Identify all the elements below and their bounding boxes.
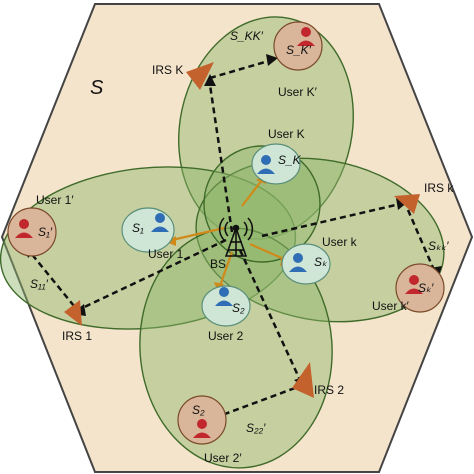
user-kp-label: User k′	[372, 299, 410, 313]
irs-1-to-user-1p-link	[29, 251, 75, 307]
irs-K-to-user-Kp-link	[209, 58, 273, 80]
user-2p-label: User 2′	[204, 451, 242, 465]
irs-k-label: IRS k	[424, 181, 454, 195]
s-KKp-label: S_KK′	[230, 29, 264, 43]
bs-label: BS	[210, 257, 226, 271]
s-kp-label: Sₖ′	[418, 281, 434, 295]
s-22p-label: S₂₂′	[246, 421, 266, 435]
user-Kp-node	[273, 21, 323, 71]
user-2-label: User 2	[208, 329, 244, 343]
user-1p-node	[7, 207, 57, 257]
user-nodes	[7, 21, 445, 445]
s-k-label: Sₖ	[314, 255, 328, 269]
labels: S BS User 1 User 2 User k User K User 1′…	[30, 29, 454, 465]
coverage-ellipse-k	[195, 157, 445, 323]
cell-label: S	[90, 77, 104, 99]
user-1-person-icon	[151, 213, 169, 232]
user-1p-label: User 1′	[36, 193, 74, 207]
user-1-node	[121, 207, 175, 253]
user-1p-person-icon	[15, 219, 33, 238]
bs-to-irs-K-link	[208, 84, 234, 233]
bs-to-user-k-arrow	[249, 242, 287, 262]
irs-k-triangle-icon	[394, 194, 420, 214]
user-Kp-person-icon	[297, 27, 315, 46]
user-K-label: User K	[268, 127, 305, 141]
user-1-label: User 1	[148, 247, 184, 261]
s-1-label: S₁	[132, 221, 144, 235]
user-k-node	[281, 243, 331, 285]
user-kp-person-icon	[405, 275, 423, 294]
bs-to-user-1-arrow	[171, 226, 225, 242]
irs-1-label: IRS 1	[62, 329, 92, 343]
irs-panels	[64, 62, 420, 398]
irs-2-label: IRS 2	[314, 383, 344, 397]
user-k-label: User k	[322, 235, 358, 249]
bs-to-irs-k-link	[261, 202, 401, 238]
arrowhead-irs-K	[204, 74, 216, 86]
s-kkp-label: Sₖₖ′	[428, 239, 449, 253]
irs-1-triangle-icon	[64, 300, 82, 326]
user-k-person-icon	[289, 253, 307, 272]
bs-to-user-2-arrow	[218, 251, 234, 287]
cell-hexagon	[0, 3, 474, 473]
bs-to-irs-2-link	[238, 249, 302, 381]
user-2-node	[201, 285, 251, 327]
bs-to-irs-1-link	[77, 238, 227, 312]
irs-2-triangle-icon	[292, 362, 314, 398]
reflection-links	[29, 58, 436, 420]
s-2-label: S₂	[232, 301, 245, 315]
irs-2-to-user-2p-link	[213, 386, 296, 420]
user-kp-node	[395, 263, 445, 313]
user-K-node	[251, 143, 301, 185]
s-K-label: S_K	[278, 153, 302, 167]
irs-K-triangle-icon	[186, 62, 214, 90]
user-Kp-label: User K′	[278, 85, 318, 99]
user-2p-person-icon	[193, 419, 211, 438]
s-2p-label: S₂	[192, 403, 205, 417]
user-K-person-icon	[257, 155, 275, 174]
bs-to-user-K-arrow	[241, 179, 263, 207]
user-2p-node	[177, 395, 227, 445]
s-1p-label: S₁′	[38, 225, 53, 239]
s-Kp-label: S_K′	[286, 43, 312, 57]
user-2-person-icon	[215, 287, 233, 306]
arrowhead-user-Kp	[266, 54, 278, 66]
s-11p-label: S₁₁′	[30, 277, 49, 291]
base-station-tower-icon	[218, 217, 254, 257]
irs-K-label: IRS K	[152, 63, 183, 77]
coverage-ellipse-K	[178, 16, 354, 240]
irs-k-to-user-kp-link	[406, 209, 436, 271]
